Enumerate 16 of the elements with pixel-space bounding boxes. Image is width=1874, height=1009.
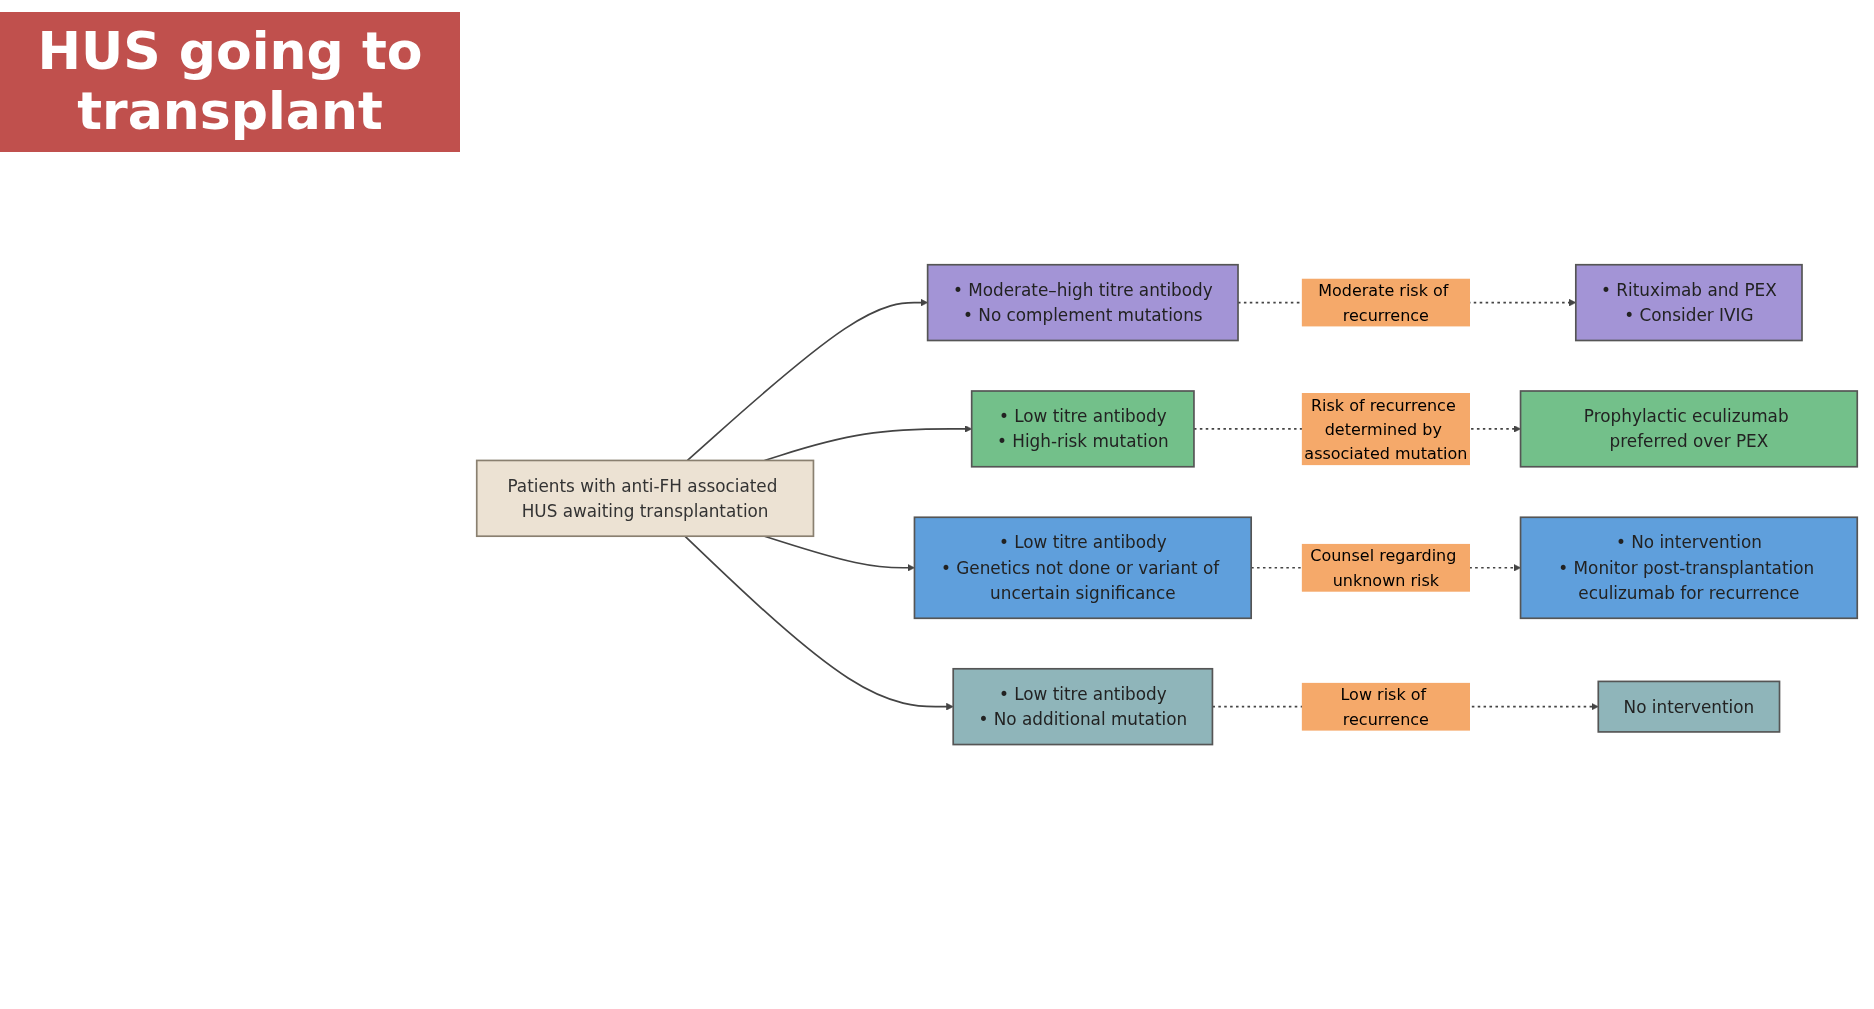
- node-box: • Low titre antibody • High-risk mutation: [970, 390, 1195, 468]
- arrow: [686, 298, 928, 462]
- title: HUS going to transplant: [0, 12, 460, 152]
- edge-label: Counsel regarding unknown risk: [1310, 546, 1457, 589]
- node-box: • Moderate–high titre antibody • No complement mutations: [926, 263, 1239, 342]
- edge-label: Moderate risk of recurrence: [1318, 281, 1449, 324]
- edge-label: Risk of recurrence determined by associated mutation: [1304, 395, 1468, 462]
- node-box: • Low titre antibody • Genetics not done or variant of uncertain significance: [913, 516, 1252, 619]
- node-box: • Low titre antibody • No additional mutation: [952, 667, 1214, 746]
- node-box: • No intervention • Monitor post-transplantation eculizumab for recurrence: [1519, 516, 1859, 619]
- edge-label: Low risk of recurrence: [1340, 685, 1429, 728]
- arrow: [684, 535, 954, 711]
- node-box: • Rituximab and PEX • Consider IVIG: [1574, 263, 1803, 342]
- node-box: Patients with anti-FH associated HUS awaiting transplantation: [475, 459, 815, 537]
- node-box: Prophylactic eculizumab preferred over PEX: [1519, 390, 1859, 468]
- node-box: No intervention: [1597, 680, 1781, 733]
